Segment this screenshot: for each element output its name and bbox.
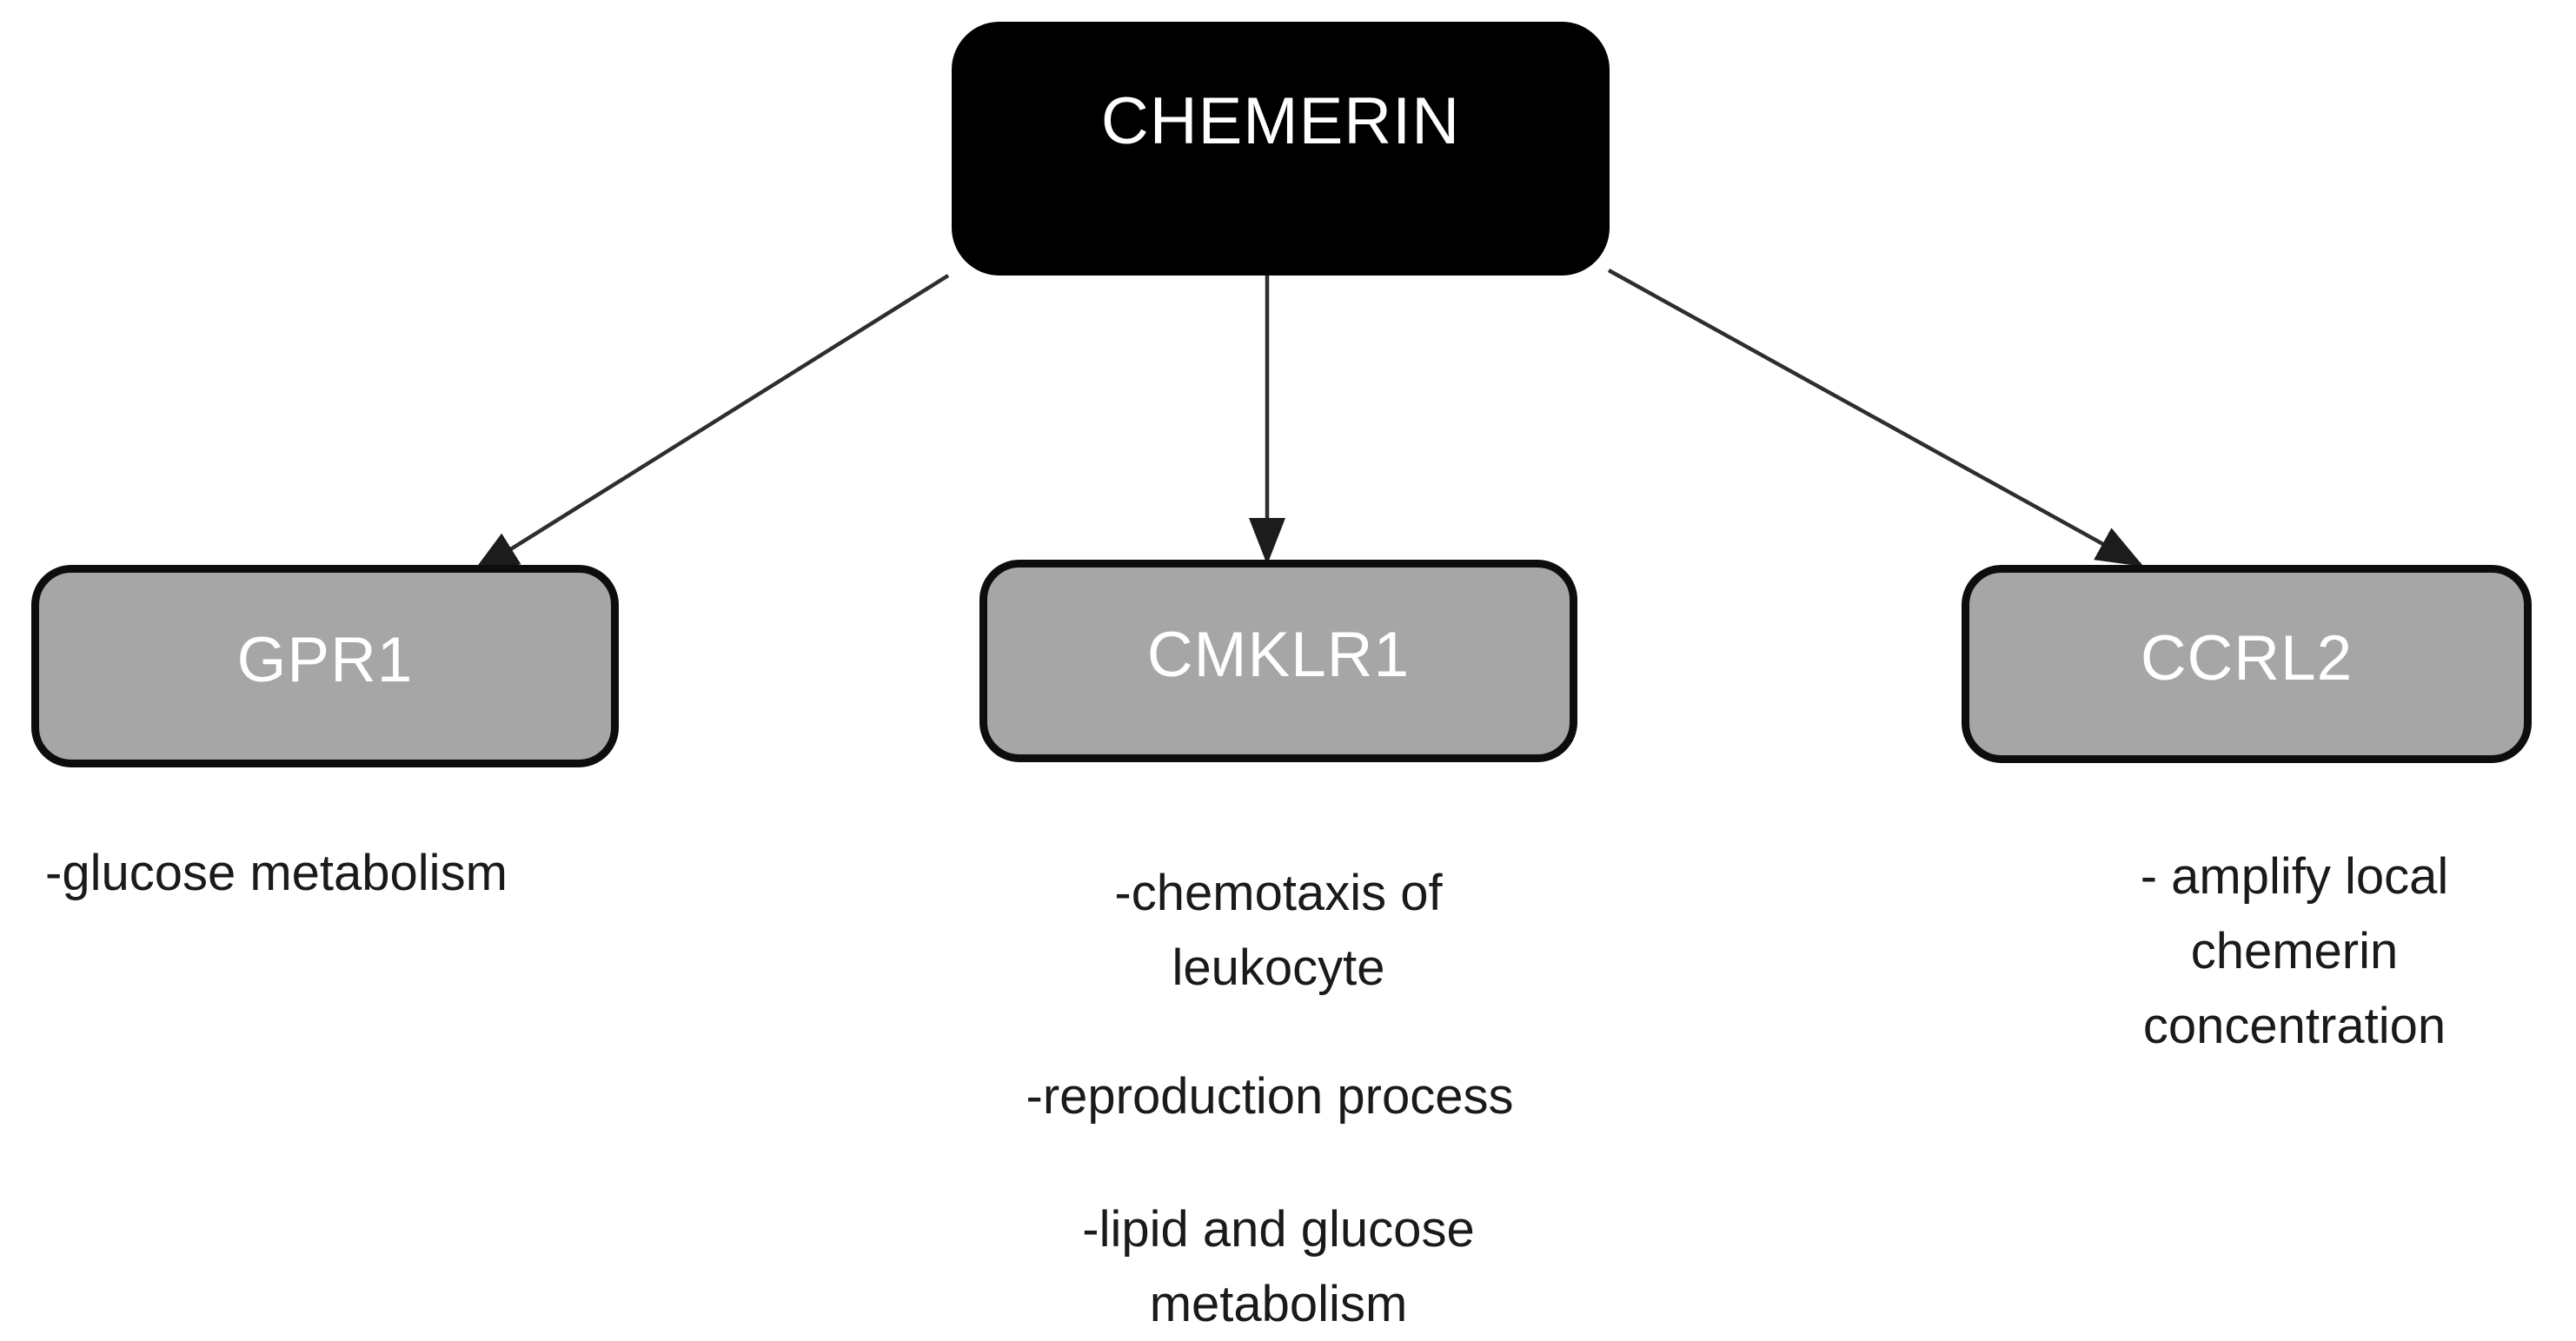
cmklr1-note-lipid-glucose: -lipid and glucose metabolism <box>1082 1201 1475 1332</box>
ccrl2-node: CCRL2 <box>1962 565 2532 763</box>
cmklr1-label: CMKLR1 <box>1146 620 1411 690</box>
cmklr1-node: CMKLR1 <box>979 560 1577 762</box>
gpr1-note-glucose-metabolism: -glucose metabolism <box>45 845 508 901</box>
ccrl2-label: CCRL2 <box>2140 622 2354 694</box>
arrow-chemerin-to-ccrl2 <box>1607 269 2144 567</box>
chemerin-node: CHEMERIN <box>952 22 1610 276</box>
gpr1-label: GPR1 <box>236 625 414 695</box>
gpr1-node: GPR1 <box>31 565 619 767</box>
cmklr1-note-reproduction: -reproduction process <box>1026 1068 1514 1125</box>
ccrl2-note-amplify-chemerin: - amplify local chemerin concentration <box>2140 848 2449 1054</box>
arrow-chemerin-to-gpr1 <box>471 274 950 574</box>
cmklr1-note-chemotaxis: -chemotaxis of leukocyte <box>1114 865 1443 996</box>
chemerin-label: CHEMERIN <box>1100 83 1461 158</box>
